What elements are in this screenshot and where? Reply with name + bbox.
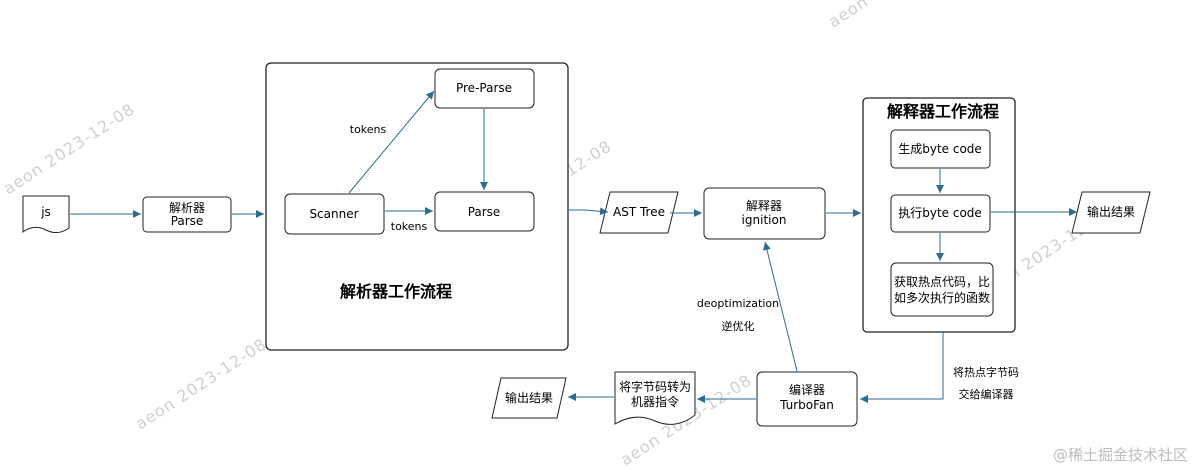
watermark: aeon 2023-12-08 (132, 334, 270, 433)
parser-node (142, 196, 232, 233)
parse-label: Parse (468, 205, 501, 219)
parse-node (434, 191, 535, 232)
to-machine-line2: 机器指令 (631, 394, 679, 409)
watermark: aeon 2023-12-08 (0, 99, 138, 198)
parser-label-en: Parse (171, 214, 204, 228)
exec-bytecode-node (890, 194, 991, 233)
output-left-label: 输出结果 (505, 390, 553, 405)
brand-watermark: @稀土掘金技术社区 (1053, 446, 1188, 464)
arrow-container-to-compiler (860, 332, 944, 403)
to-machine-document-node (614, 371, 696, 425)
interpreter-label-zh: 解释器 (746, 199, 782, 213)
to-machine-line1: 将字节码转为 (619, 379, 691, 394)
exec-bytecode-label: 执行byte code (898, 206, 982, 220)
gen-bytecode-node (890, 129, 991, 169)
interpreter-label-en: ignition (742, 213, 787, 227)
arrow-scanner-to-preparse (348, 90, 435, 194)
parser-flow-container (265, 62, 569, 351)
arrow-compiler-to-interpreter (763, 241, 798, 372)
gen-bytecode-label: 生成byte code (898, 142, 982, 156)
tokens-label-top: tokens (350, 123, 387, 136)
output-right-node (1071, 191, 1151, 234)
compiler-label-en: TurboFan (779, 398, 834, 412)
hot-bytecode-label-2: 交给编译器 (959, 387, 1014, 401)
deopt-label-zh: 逆优化 (722, 319, 755, 333)
watermark: aeon 2023-12-08 (825, 0, 963, 31)
parser-label-zh: 解析器 (169, 201, 205, 215)
parser-flow-title: 解析器工作流程 (340, 282, 452, 301)
ast-tree-label: AST Tree (613, 205, 665, 219)
deopt-label-en: deoptimization (697, 297, 779, 310)
js-document-node (22, 195, 70, 234)
pre-parse-label: Pre-Parse (456, 81, 512, 95)
compiler-node (756, 371, 858, 427)
scanner-label: Scanner (309, 207, 358, 221)
hot-code-node (890, 262, 994, 317)
arrows (70, 90, 1077, 403)
tokens-label-bottom: tokens (391, 220, 428, 233)
compiler-label-zh: 编译器 (789, 382, 825, 397)
js-label: js (40, 205, 51, 219)
arrow-container-to-ast (569, 207, 609, 216)
interpreter-flow-title: 解释器工作流程 (887, 102, 999, 121)
hot-bytecode-label-1: 将热点字节码 (953, 365, 1019, 379)
hot-code-line2: 如多次执行的函数 (894, 290, 990, 305)
scanner-node (284, 193, 385, 235)
output-right-label: 输出结果 (1087, 204, 1135, 219)
output-left-node (491, 377, 567, 419)
pre-parse-node (434, 68, 535, 109)
interpreter-node (703, 187, 826, 240)
hot-code-line1: 获取热点代码，比 (894, 275, 990, 289)
ast-tree-node (599, 191, 679, 234)
